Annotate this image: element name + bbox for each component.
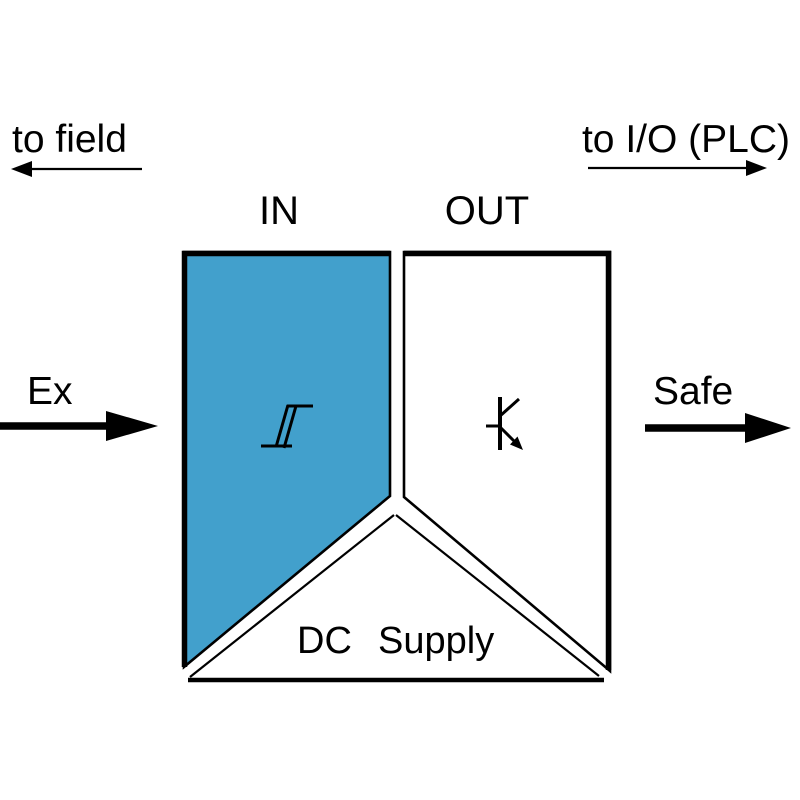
bold-arrow-right-icon	[0, 411, 158, 441]
to-io-group: to I/O (PLC)	[582, 118, 790, 176]
dc-label: DC	[297, 620, 352, 662]
in-section-thick-border	[181, 250, 390, 667]
safe-label: Safe	[653, 370, 733, 413]
safe-output-group: Safe	[645, 370, 791, 443]
arrow-right-icon	[588, 160, 767, 176]
out-section	[402, 250, 612, 674]
npn-open-collector-transistor-icon	[486, 397, 523, 450]
out-section-thick-border	[404, 250, 612, 670]
ex-input-group: Ex	[0, 370, 158, 441]
arrow-left-icon	[11, 161, 142, 177]
out-section-label: OUT	[445, 189, 529, 233]
ex-label: Ex	[27, 370, 73, 413]
dc-supply-section: DC Supply	[188, 514, 604, 683]
to-field-label: to field	[12, 118, 127, 161]
out-section-shape	[402, 250, 612, 674]
hysteresis-icon	[261, 404, 313, 449]
in-section-shape	[182, 250, 392, 670]
bold-arrow-right-icon	[645, 413, 791, 443]
in-section-label: IN	[259, 189, 299, 233]
to-field-group: to field	[11, 118, 142, 177]
supply-label: Supply	[378, 620, 494, 662]
in-section	[181, 250, 392, 670]
to-io-label: to I/O (PLC)	[582, 118, 790, 161]
